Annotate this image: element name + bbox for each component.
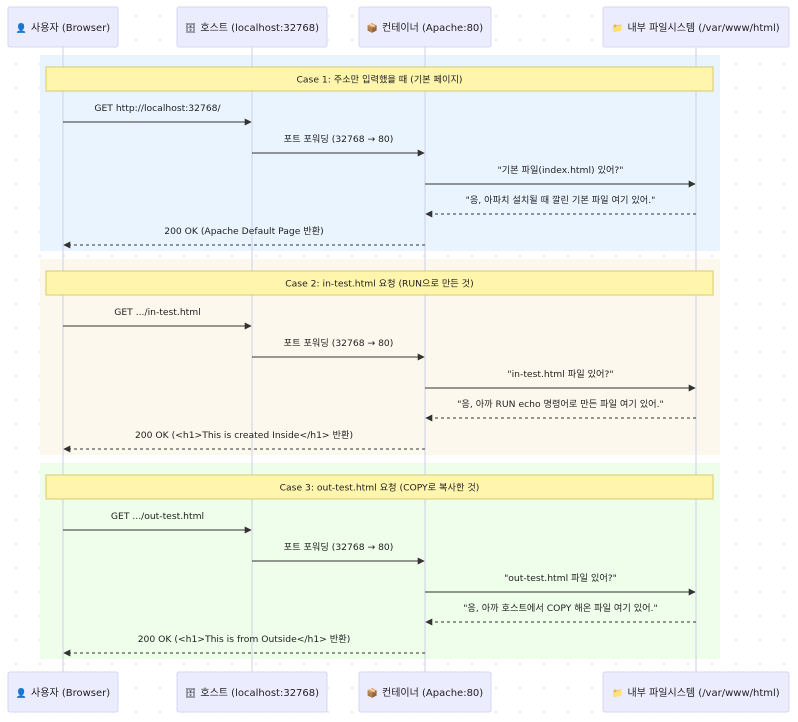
actor-label: 🗄 호스트 (localhost:32768) — [185, 687, 319, 699]
note-box — [45, 66, 714, 92]
note-box — [45, 474, 714, 500]
message-1-1: GET http://localhost:32768/ — [63, 103, 252, 126]
note-text: Case 1: 주소만 입력했을 때 (기본 페이지) — [297, 74, 463, 86]
message-label: 200 OK (<h1>This is created Inside</h1> … — [135, 429, 353, 441]
actor-label-text: 호스트 (localhost:32768) — [200, 22, 319, 34]
message-label: "응, 아까 RUN echo 명령어로 만든 파일 여기 있어." — [457, 398, 664, 410]
actor-label-text: 내부 파일시스템 (/var/www/html) — [628, 22, 780, 34]
actor-host-bottom: 🗄 호스트 (localhost:32768) — [176, 671, 328, 713]
container-icon: 📦 — [367, 22, 378, 34]
message-1-5: 200 OK (Apache Default Page 반환) — [63, 225, 425, 249]
actor-label-text: 컨테이너 (Apache:80) — [382, 22, 483, 34]
case-3-note: Case 3: out-test.html 요청 (COPY로 복사한 것) — [45, 474, 714, 500]
actor-fs-bottom: 📁 내부 파일시스템 (/var/www/html) — [602, 671, 790, 713]
actor-box — [358, 671, 492, 713]
actor-fs-top: 📁 내부 파일시스템 (/var/www/html) — [602, 6, 790, 48]
person-icon: 👤 — [16, 687, 27, 699]
actor-label-text: 컨테이너 (Apache:80) — [382, 687, 483, 699]
actor-label: 📁 내부 파일시스템 (/var/www/html) — [612, 22, 779, 34]
container-icon: 📦 — [367, 687, 378, 699]
message-label: GET .../out-test.html — [111, 511, 204, 522]
actor-label: 📦 컨테이너 (Apache:80) — [367, 687, 483, 699]
actor-label-text: 내부 파일시스템 (/var/www/html) — [628, 687, 780, 699]
actor-user-bottom: 👤 사용자 (Browser) — [7, 671, 119, 713]
actor-box — [602, 671, 790, 713]
message-2-3: "in-test.html 파일 있어?" — [425, 368, 696, 392]
message-label: 포트 포워딩 (32768 → 80) — [284, 134, 394, 145]
actor-container-bottom: 📦 컨테이너 (Apache:80) — [358, 671, 492, 713]
message-3-1: GET .../out-test.html — [63, 511, 252, 534]
message-label: GET .../in-test.html — [114, 307, 201, 318]
message-2-4: "응, 아까 RUN echo 명령어로 만든 파일 여기 있어." — [425, 398, 696, 422]
actor-label: 👤 사용자 (Browser) — [16, 22, 110, 34]
case-1-note: Case 1: 주소만 입력했을 때 (기본 페이지) — [45, 66, 714, 92]
message-1-3: "기본 파일(index.html) 있어?" — [425, 164, 696, 188]
message-3-3: "out-test.html 파일 있어?" — [425, 572, 696, 596]
message-label: 포트 포워딩 (32768 → 80) — [284, 542, 394, 553]
server-icon: 🗄 — [185, 688, 196, 699]
person-icon: 👤 — [16, 22, 27, 34]
message-1-2: 포트 포워딩 (32768 → 80) — [252, 134, 425, 157]
note-text: Case 2: in-test.html 요청 (RUN으로 만든 것) — [285, 279, 473, 290]
server-icon: 🗄 — [185, 23, 196, 34]
actor-label-text: 사용자 (Browser) — [31, 22, 110, 34]
message-label: GET http://localhost:32768/ — [94, 103, 221, 114]
actor-container-top: 📦 컨테이너 (Apache:80) — [358, 6, 492, 48]
actor-label: 🗄 호스트 (localhost:32768) — [185, 22, 319, 34]
note-box — [45, 270, 714, 296]
message-3-5: 200 OK (<h1>This is from Outside</h1> 반환… — [63, 633, 425, 657]
message-label: "기본 파일(index.html) 있어?" — [497, 164, 623, 176]
actor-box — [176, 671, 328, 713]
message-3-2: 포트 포워딩 (32768 → 80) — [252, 542, 425, 565]
message-1-4: "응, 아파치 설치될 때 깔린 기본 파일 여기 있어." — [425, 194, 696, 218]
actor-boxes: 👤 사용자 (Browser) 👤 사용자 (Browser) 🗄 호스트 (localh… — [7, 6, 790, 713]
note-text: Case 3: out-test.html 요청 (COPY로 복사한 것) — [280, 483, 480, 494]
lifelines — [62, 47, 697, 672]
actor-box — [602, 6, 790, 48]
message-label: "in-test.html 파일 있어?" — [507, 368, 613, 380]
actor-label: 👤 사용자 (Browser) — [16, 687, 110, 699]
message-2-2: 포트 포워딩 (32768 → 80) — [252, 338, 425, 361]
messages: GET http://localhost:32768/포트 포워딩 (32768… — [63, 103, 696, 657]
actor-host-top: 🗄 호스트 (localhost:32768) — [176, 6, 328, 48]
message-label: 포트 포워딩 (32768 → 80) — [284, 338, 394, 349]
folder-icon: 📁 — [612, 689, 623, 699]
case-notes: Case 1: 주소만 입력했을 때 (기본 페이지) Case 2: in-te… — [45, 66, 714, 500]
actor-box — [358, 6, 492, 48]
case-2-note: Case 2: in-test.html 요청 (RUN으로 만든 것) — [45, 270, 714, 296]
actor-label-text: 호스트 (localhost:32768) — [200, 687, 319, 699]
actor-label: 📦 컨테이너 (Apache:80) — [367, 22, 483, 34]
actor-user-top: 👤 사용자 (Browser) — [7, 6, 119, 48]
message-label: "응, 아파치 설치될 때 깔린 기본 파일 여기 있어." — [466, 194, 656, 206]
actor-label-text: 사용자 (Browser) — [31, 687, 110, 699]
message-3-4: "응, 아까 호스트에서 COPY 해온 파일 여기 있어." — [425, 602, 696, 626]
actor-box — [176, 6, 328, 48]
message-2-5: 200 OK (<h1>This is created Inside</h1> … — [63, 429, 425, 453]
actor-box — [7, 671, 119, 713]
message-label: 200 OK (Apache Default Page 반환) — [164, 225, 324, 237]
actor-box — [7, 6, 119, 48]
message-label: 200 OK (<h1>This is from Outside</h1> 반환… — [138, 633, 351, 645]
folder-icon: 📁 — [612, 24, 623, 34]
message-2-1: GET .../in-test.html — [63, 307, 252, 330]
message-label: "응, 아까 호스트에서 COPY 해온 파일 여기 있어." — [463, 602, 658, 614]
message-label: "out-test.html 파일 있어?" — [504, 572, 617, 584]
actor-label: 📁 내부 파일시스템 (/var/www/html) — [612, 687, 779, 699]
